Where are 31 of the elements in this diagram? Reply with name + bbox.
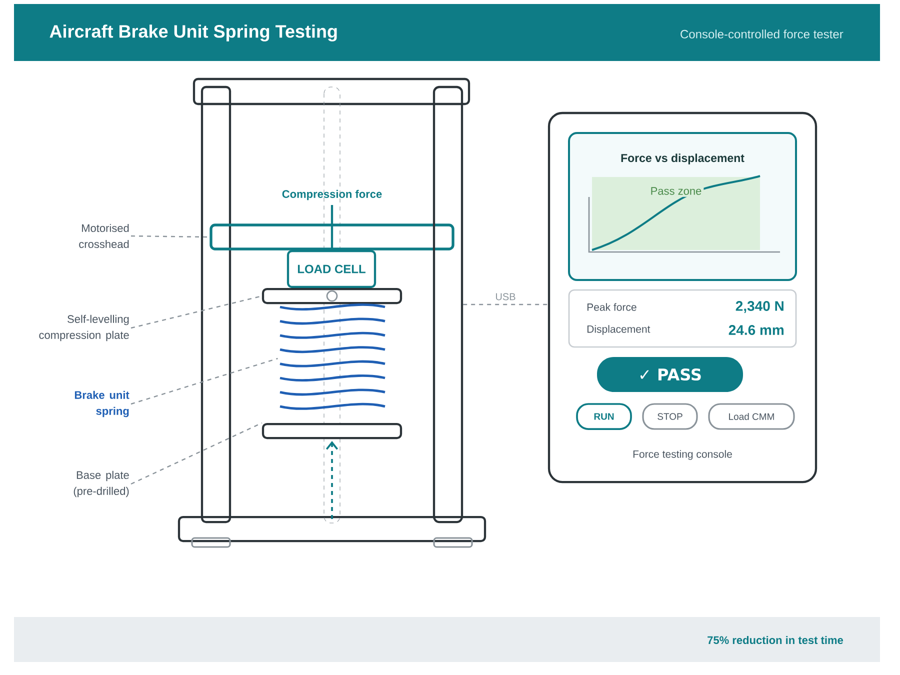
frame-pillar xyxy=(432,86,464,524)
chart-title: Force vs displacement xyxy=(621,154,744,164)
readout-label: Peak force xyxy=(587,303,636,311)
leader-line xyxy=(463,304,548,306)
spring-drawing xyxy=(280,304,386,410)
edge-label: USB xyxy=(496,293,516,300)
subtitle: Console-controlled force tester xyxy=(680,30,844,38)
leader-line xyxy=(131,235,210,238)
readout-value: 24.6 mm xyxy=(728,325,784,335)
stop-button: STOP xyxy=(642,403,698,430)
part-label: Self-levelling compression plate xyxy=(39,314,129,342)
leader-line xyxy=(130,358,278,405)
readout-label: Displacement xyxy=(587,325,650,335)
leader-line xyxy=(130,422,262,485)
load-button: Load CMM xyxy=(708,403,795,430)
leader-line xyxy=(130,295,262,329)
console-caption: Force testing console xyxy=(633,450,732,460)
run-button: RUN xyxy=(576,403,632,430)
load-cell: LOAD CELL xyxy=(286,250,376,288)
title: Aircraft Brake Unit Spring Testing xyxy=(50,24,337,42)
pass-button: ✓ PASS xyxy=(597,357,743,392)
force-label: Compression force xyxy=(282,190,382,200)
base-plate xyxy=(262,422,402,440)
part-label: Base plate (pre-drilled) xyxy=(74,470,129,498)
part-label: Brake unit spring xyxy=(74,390,130,418)
readout-value: 2,340 N xyxy=(736,301,784,313)
crosshead xyxy=(210,224,454,250)
footer-note: 75% reduction in test time xyxy=(708,636,844,644)
part-label: Motorised crosshead xyxy=(79,224,129,248)
zone-label: Pass zone xyxy=(648,185,704,197)
compression-plate xyxy=(262,288,402,304)
